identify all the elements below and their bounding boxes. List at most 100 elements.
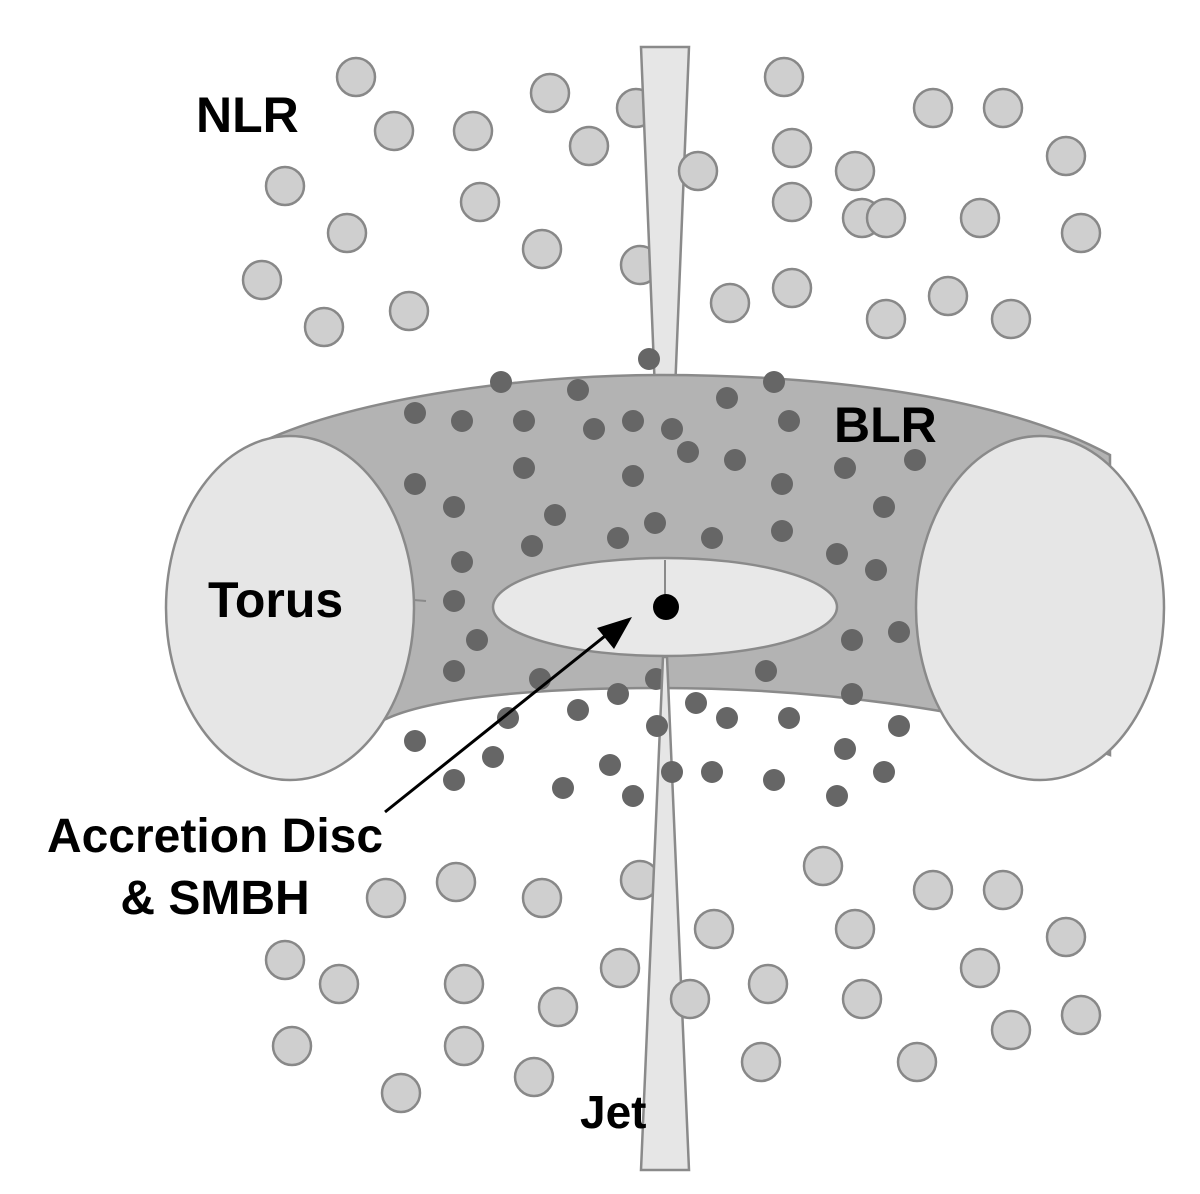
blr-cloud — [873, 496, 895, 518]
nlr-cloud — [990, 1009, 1032, 1051]
nlr-cloud — [865, 298, 907, 340]
blr-cloud — [677, 441, 699, 463]
nlr-cloud — [568, 125, 610, 167]
blr-cloud — [497, 707, 519, 729]
blr-cloud — [865, 559, 887, 581]
blr-cloud — [644, 512, 666, 534]
blr-cloud — [443, 590, 465, 612]
blr-cloud — [544, 504, 566, 526]
nlr-cloud — [709, 282, 751, 324]
nlr-cloud — [241, 259, 283, 301]
nlr-cloud — [513, 1056, 555, 1098]
blr-cloud — [466, 629, 488, 651]
blr-cloud — [451, 551, 473, 573]
nlr-cloud — [326, 212, 368, 254]
nlr-cloud — [271, 1025, 313, 1067]
nlr-cloud — [834, 150, 876, 192]
blr-cloud — [716, 707, 738, 729]
nlr-cloud — [521, 877, 563, 919]
blr-cloud — [771, 520, 793, 542]
blr-cloud — [646, 715, 668, 737]
blr-cloud — [638, 348, 660, 370]
blr-cloud — [521, 535, 543, 557]
torus-end-right — [914, 434, 1166, 782]
nlr-cloud — [693, 908, 735, 950]
blr-clouds — [404, 348, 926, 690]
blr-cloud — [771, 473, 793, 495]
blr-cloud — [763, 371, 785, 393]
blr-cloud — [443, 660, 465, 682]
blr-cloud — [888, 621, 910, 643]
blr-cloud — [622, 785, 644, 807]
nlr-cloud — [1060, 994, 1102, 1036]
blr-cloud — [513, 410, 535, 432]
nlr-cloud — [912, 87, 954, 129]
blr-cloud — [834, 457, 856, 479]
blr-cloud — [404, 473, 426, 495]
blr-cloud — [661, 761, 683, 783]
nlr-cloud — [763, 56, 805, 98]
blr-cloud — [873, 761, 895, 783]
arrow-head-icon — [597, 617, 632, 649]
nlr-cloud — [771, 181, 813, 223]
torus-end-left — [164, 434, 416, 782]
nlr-cloud — [912, 869, 954, 911]
nlr-cloud — [865, 197, 907, 239]
nlr-cloud — [443, 1025, 485, 1067]
blr-cloud — [443, 769, 465, 791]
nlr-cloud — [841, 978, 883, 1020]
nlr-cloud — [318, 963, 360, 1005]
nlr-cloud — [529, 72, 571, 114]
nlr-cloud — [927, 275, 969, 317]
blr-cloud — [404, 730, 426, 752]
nlr-cloud — [335, 56, 377, 98]
blr-cloud — [888, 715, 910, 737]
nlr-cloud — [669, 978, 711, 1020]
blr-cloud — [404, 402, 426, 424]
nlr-cloud — [521, 228, 563, 270]
nlr-cloud — [771, 127, 813, 169]
blr-cloud — [622, 465, 644, 487]
blr-cloud — [841, 629, 863, 651]
nlr-cloud — [443, 963, 485, 1005]
blr-cloud — [685, 692, 707, 714]
blr-cloud — [443, 496, 465, 518]
blr-cloud — [599, 754, 621, 776]
blr-clouds-lower — [404, 683, 910, 807]
nlr-cloud — [747, 963, 789, 1005]
nlr-cloud — [802, 845, 844, 887]
blr-cloud — [661, 418, 683, 440]
blr-cloud — [763, 769, 785, 791]
nlr-cloud — [982, 869, 1024, 911]
nlr-cloud — [599, 947, 641, 989]
nlr-cloud — [459, 181, 501, 223]
nlr-cloud — [834, 908, 876, 950]
nlr-cloud — [896, 1041, 938, 1083]
nlr-cloud — [373, 110, 415, 152]
label-jet: Jet — [580, 1086, 646, 1138]
blr-cloud — [701, 761, 723, 783]
accretion-arrow — [384, 617, 632, 814]
blr-cloud — [778, 707, 800, 729]
nlr-cloud — [435, 861, 477, 903]
nlr-cloud — [380, 1072, 422, 1114]
label-blr: BLR — [834, 397, 937, 453]
blr-cloud — [834, 738, 856, 760]
arrow-shaft — [384, 630, 611, 814]
nlr-cloud — [1060, 212, 1102, 254]
nlr-cloud — [740, 1041, 782, 1083]
blr-cloud — [701, 527, 723, 549]
label-smbh: & SMBH — [120, 872, 309, 925]
blr-cloud — [451, 410, 473, 432]
blr-cloud — [755, 660, 777, 682]
torus-seam — [413, 599, 427, 602]
nlr-cloud — [1045, 916, 1087, 958]
nlr-cloud — [771, 267, 813, 309]
blr-cloud — [607, 683, 629, 705]
blr-cloud — [567, 699, 589, 721]
nlr-cloud — [264, 939, 306, 981]
nlr-cloud — [959, 947, 1001, 989]
blr-cloud — [826, 785, 848, 807]
label-accretion-disc: Accretion Disc — [47, 810, 383, 863]
